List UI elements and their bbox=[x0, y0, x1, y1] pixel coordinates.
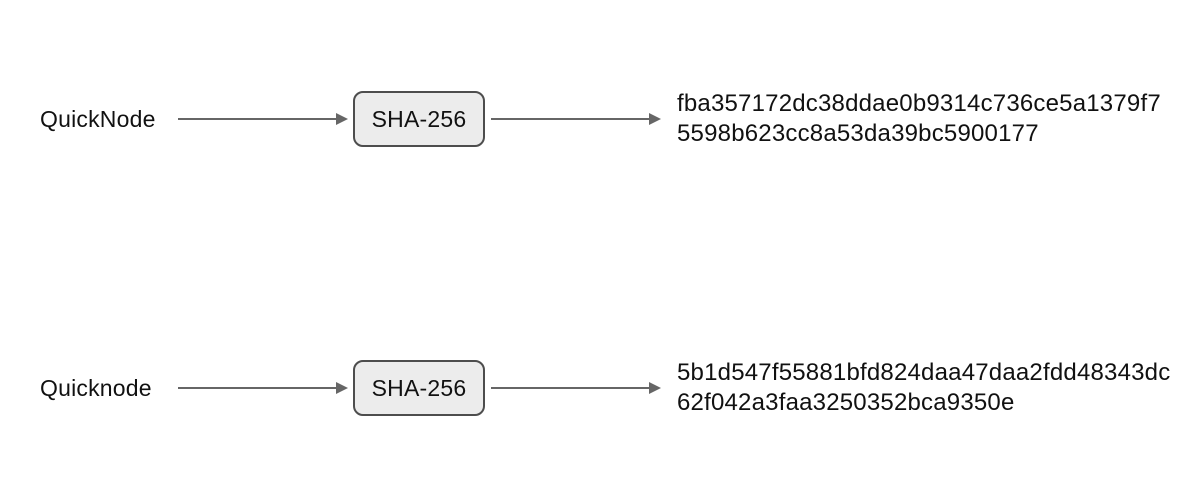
sha256-box: SHA-256 bbox=[353, 360, 485, 416]
hash-line-2: 5598b623cc8a53da39bc5900177 bbox=[677, 120, 1039, 147]
sha256-box: SHA-256 bbox=[353, 91, 485, 147]
arrow-head bbox=[649, 382, 661, 394]
arrow-head bbox=[336, 113, 348, 125]
hash-output: fba357172dc38ddae0b9314c736ce5a1379f7 55… bbox=[677, 89, 1161, 149]
hash-line-1: 5b1d547f55881bfd824daa47daa2fdd48343dc bbox=[677, 359, 1171, 386]
hash-line-1: fba357172dc38ddae0b9314c736ce5a1379f7 bbox=[677, 90, 1161, 117]
arrow-line bbox=[491, 387, 649, 389]
arrow-line bbox=[178, 387, 336, 389]
hash-output: 5b1d547f55881bfd824daa47daa2fdd48343dc 6… bbox=[677, 358, 1170, 418]
arrow-right-icon bbox=[491, 113, 661, 125]
input-label: Quicknode bbox=[40, 374, 152, 401]
hash-row-quicknode-capital: QuickNode SHA-256 fba357172dc38ddae0b931… bbox=[40, 89, 1161, 149]
arrow-head bbox=[649, 113, 661, 125]
arrow-line bbox=[491, 118, 649, 120]
input-label: QuickNode bbox=[40, 105, 156, 132]
arrow-right-icon bbox=[491, 382, 661, 394]
hash-line-2: 62f042a3faa3250352bca9350e bbox=[677, 389, 1015, 416]
arrow-right-icon bbox=[178, 113, 348, 125]
hash-row-quicknode-lowercase: Quicknode SHA-256 5b1d547f55881bfd824daa… bbox=[40, 358, 1170, 418]
arrow-head bbox=[336, 382, 348, 394]
arrow-line bbox=[178, 118, 336, 120]
arrow-right-icon bbox=[178, 382, 348, 394]
